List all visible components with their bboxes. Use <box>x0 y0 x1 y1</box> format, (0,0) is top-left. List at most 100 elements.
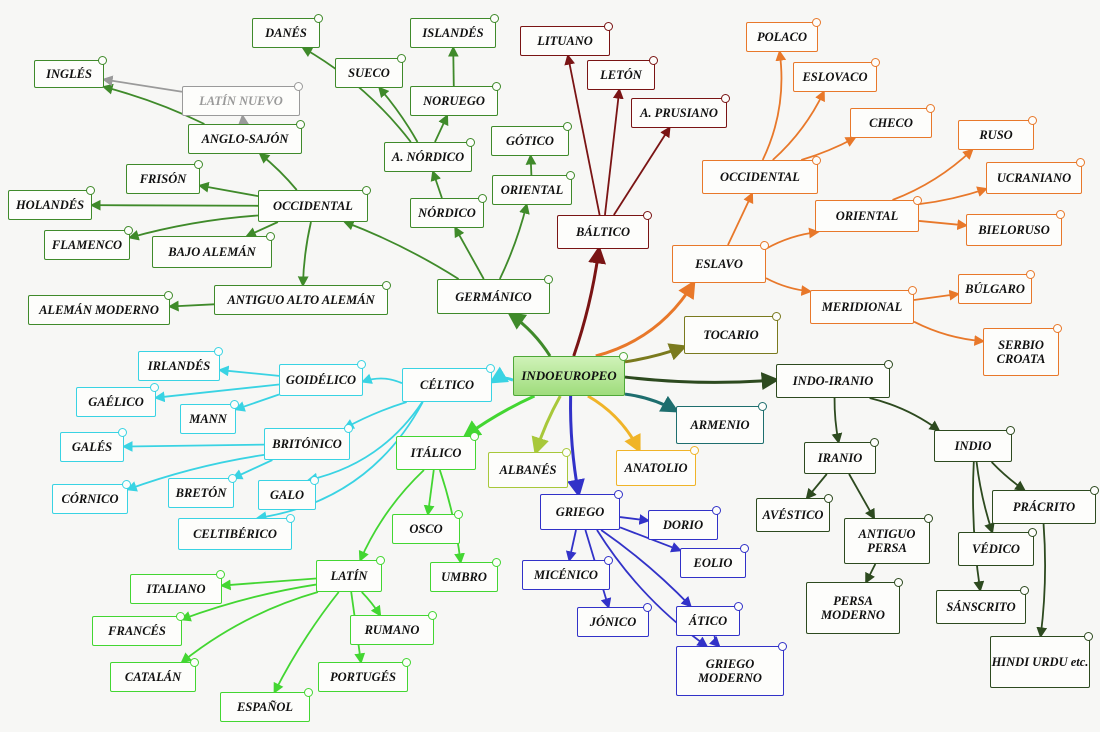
node-persa-moderno[interactable]: PERSA MODERNO <box>806 578 903 634</box>
node-osco[interactable]: OSCO <box>392 510 463 544</box>
node-ruso[interactable]: RUSO <box>958 116 1037 150</box>
node-antiguo-alto-aleman[interactable]: ANTIGUO ALTO ALEMÁN <box>214 281 391 315</box>
node-a-prusiano[interactable]: A. PRUSIANO <box>631 94 730 128</box>
node-portugues[interactable]: PORTUGÉS <box>318 658 411 692</box>
node-antiguo-persa[interactable]: ANTIGUO PERSA <box>844 514 933 564</box>
node-galo[interactable]: GALO <box>258 476 319 510</box>
link-indo_iranio-iranio <box>831 397 843 445</box>
node-armenio[interactable]: ARMENIO <box>676 402 767 444</box>
link-a_nordico-danes <box>301 46 412 143</box>
node-gaelico[interactable]: GAÉLICO <box>76 383 159 417</box>
node-griego-moderno[interactable]: GRIEGO MODERNO <box>676 642 787 696</box>
node-frison[interactable]: FRISÓN <box>126 160 203 194</box>
node-irlandes[interactable]: IRLANDÉS <box>138 347 223 381</box>
link-celtico-goidelico <box>360 373 403 385</box>
node-holandes[interactable]: HOLANDÉS <box>8 186 95 220</box>
node-sueco[interactable]: SUECO <box>335 54 406 88</box>
link-occidental_g-flamenco <box>127 214 259 241</box>
link-celtico-galo <box>306 401 424 484</box>
node-dorio[interactable]: DORIO <box>648 506 721 540</box>
node-britonico[interactable]: BRITÓNICO <box>264 424 353 460</box>
node-flamenco[interactable]: FLAMENCO <box>44 226 133 260</box>
node-baltico[interactable]: BÁLTICO <box>557 211 652 249</box>
node-aleman-moderno[interactable]: ALEMÁN MODERNO <box>28 291 173 325</box>
link-occidental_g-bajo_aleman <box>245 221 279 238</box>
node-italico[interactable]: ITÁLICO <box>396 432 479 470</box>
node-lituano[interactable]: LITUANO <box>520 22 613 56</box>
node-pracrito[interactable]: PRÁCRITO <box>992 486 1099 524</box>
node-celtiberico[interactable]: CELTIBÉRICO <box>178 514 295 550</box>
node-breton[interactable]: BRETÓN <box>168 474 237 508</box>
node-checo[interactable]: CHECO <box>850 104 935 138</box>
node-nordico[interactable]: NÓRDICO <box>410 194 487 228</box>
node-noruego[interactable]: NORUEGO <box>410 82 501 116</box>
node-griego[interactable]: GRIEGO <box>540 490 623 530</box>
node-eolio[interactable]: EOLIO <box>680 544 749 578</box>
link-oriental_g-gotico <box>525 153 537 176</box>
node-gales[interactable]: GALÉS <box>60 428 127 462</box>
link-latin-italiano <box>219 577 317 591</box>
node-oriental-eslavo[interactable]: ORIENTAL <box>815 196 922 232</box>
node-anatolio[interactable]: ANATOLIO <box>616 446 699 486</box>
link-celtico-britonico <box>343 401 407 430</box>
node-germanico[interactable]: GERMÁNICO <box>437 275 553 314</box>
node-jonico[interactable]: JÓNICO <box>577 603 652 637</box>
link-occidental_g-antiguo_alto_aleman <box>297 221 312 288</box>
node-sanscrito[interactable]: SÁNSCRITO <box>936 586 1029 624</box>
node-eslovaco[interactable]: ESLOVACO <box>793 58 880 92</box>
node-espanol[interactable]: ESPAÑOL <box>220 688 313 722</box>
node-ingles[interactable]: INGLÉS <box>34 56 107 88</box>
node-frances[interactable]: FRANCÉS <box>92 612 185 646</box>
node-polaco[interactable]: POLACO <box>746 18 821 52</box>
node-avestico[interactable]: AVÉSTICO <box>756 494 833 532</box>
node-vedico[interactable]: VÉDICO <box>958 528 1037 566</box>
node-hindi-urdu[interactable]: HINDI URDU etc. <box>990 632 1093 688</box>
link-indoeuropeo-baltico <box>572 245 607 357</box>
node-leton[interactable]: LETÓN <box>587 56 658 90</box>
node-tocario[interactable]: TOCARIO <box>684 312 781 354</box>
node-indo-iranio[interactable]: INDO-IRANIO <box>776 360 893 398</box>
node-meridional[interactable]: MERIDIONAL <box>810 286 917 324</box>
node-iranio[interactable]: IRANIO <box>804 438 879 474</box>
node-islandes[interactable]: ISLANDÉS <box>410 14 499 48</box>
link-indoeuropeo-italico <box>462 394 536 439</box>
link-britonico-gales <box>121 441 265 452</box>
node-umbro[interactable]: UMBRO <box>430 558 501 592</box>
link-indoeuropeo-tocario <box>624 343 688 364</box>
node-cornico[interactable]: CÓRNICO <box>52 480 131 514</box>
node-bulgaro[interactable]: BÚLGARO <box>958 270 1035 304</box>
node-danes[interactable]: DANÉS <box>252 14 323 48</box>
link-occidental_s-eslovaco <box>772 90 825 161</box>
link-antiguo_persa-persa_moderno <box>865 563 877 584</box>
node-latin[interactable]: LATÍN <box>316 556 385 592</box>
node-bieloruso[interactable]: BIELORUSO <box>966 210 1065 246</box>
node-ucraniano[interactable]: UCRANIANO <box>986 158 1085 194</box>
link-germanico-occidental_g <box>342 220 460 280</box>
node-rumano[interactable]: RUMANO <box>350 611 437 645</box>
node-catalan[interactable]: CATALÁN <box>110 658 199 692</box>
node-mann[interactable]: MANN <box>180 400 239 434</box>
node-micenico[interactable]: MICÉNICO <box>522 556 613 590</box>
node-bajo-aleman[interactable]: BAJO ALEMÁN <box>152 232 275 268</box>
node-gotico[interactable]: GÓTICO <box>491 122 572 156</box>
node-celtico[interactable]: CÉLTICO <box>402 364 495 402</box>
node-indio[interactable]: INDIO <box>934 426 1015 462</box>
node-atico[interactable]: ÁTICO <box>676 602 743 636</box>
node-occidental-eslavo[interactable]: OCCIDENTAL <box>702 156 821 194</box>
node-albanes[interactable]: ALBANÉS <box>488 448 571 488</box>
link-occidental_s-polaco <box>761 49 787 161</box>
node-serbio-croata[interactable]: SERBIO CROATA <box>983 324 1062 376</box>
link-oriental_s-bieloruso <box>918 219 969 230</box>
link-indoeuropeo-albanes <box>531 395 562 456</box>
node-occidental-germanico[interactable]: OCCIDENTAL <box>258 186 371 222</box>
node-anglo-sajon[interactable]: ANGLO-SAJÓN <box>188 120 305 154</box>
node-oriental-germanico[interactable]: ORIENTAL <box>492 171 575 205</box>
node-eslavo[interactable]: ESLAVO <box>672 241 769 283</box>
node-a-nordico[interactable]: A. NÓRDICO <box>384 138 475 172</box>
node-latin-nuevo[interactable]: LATÍN NUEVO <box>182 82 303 116</box>
node-italiano[interactable]: ITALIANO <box>130 570 225 604</box>
node-indoeuropeo[interactable]: INDOEUROPEO <box>513 352 628 396</box>
link-pracrito-hindi_urdu <box>1036 523 1048 639</box>
node-goidelico[interactable]: GOIDÉLICO <box>279 360 366 396</box>
